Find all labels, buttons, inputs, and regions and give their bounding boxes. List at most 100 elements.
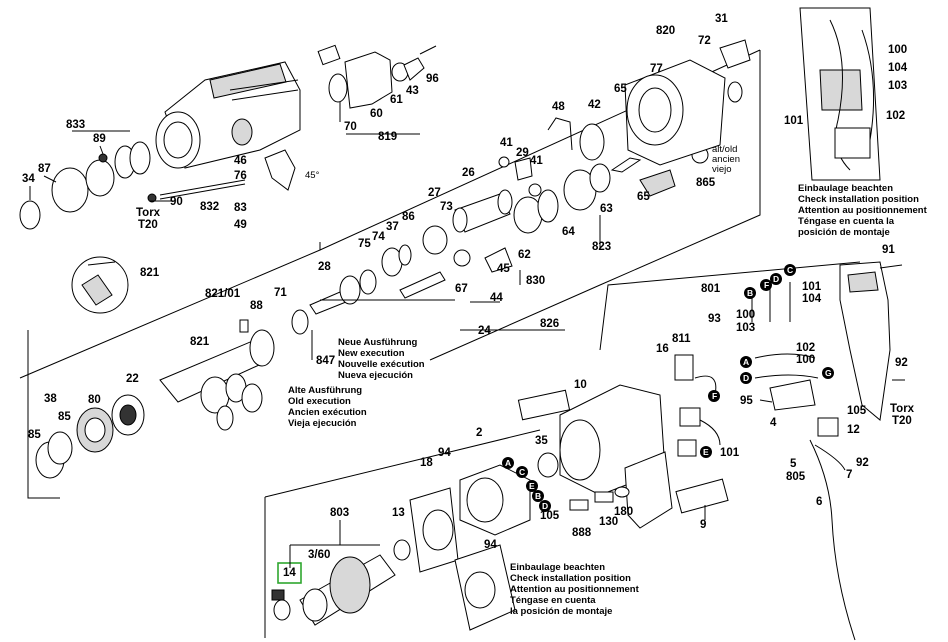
label-10: 10: [574, 379, 587, 391]
label-63: 63: [600, 203, 613, 215]
callout-D-motor: D: [539, 500, 551, 512]
label-801: 801: [701, 283, 721, 295]
label-811: 811: [672, 333, 691, 345]
label-45deg: 45°: [305, 170, 320, 181]
callout-E-motor: E: [526, 480, 538, 492]
label-67: 67: [455, 283, 468, 295]
label-821a: 821: [140, 267, 160, 279]
label-130: 130: [599, 516, 618, 528]
callout-C-motor: C: [516, 466, 528, 478]
old-note-ancien: ancien: [712, 154, 740, 165]
label-80: 80: [88, 394, 101, 406]
label-16: 16: [656, 343, 669, 355]
svg-text:F: F: [712, 391, 717, 401]
svg-text:Nouvelle exécution: Nouvelle exécution: [338, 359, 425, 370]
svg-text:Vieja ejecución: Vieja ejecución: [288, 418, 357, 429]
note-install-bottom: Einbaulage beachten Check installation p…: [510, 562, 640, 617]
note-install-top: Einbaulage beachten Check installation p…: [798, 183, 928, 238]
label-3-60: 3/60: [308, 549, 330, 561]
label-75: 75: [358, 238, 371, 250]
label-104b: 104: [802, 293, 822, 305]
callout-A-switch: A: [740, 356, 752, 368]
chuck-parts: [19, 141, 296, 230]
label-101a: 101: [784, 115, 804, 127]
label-12: 12: [847, 424, 860, 436]
svg-text:E: E: [529, 481, 535, 491]
svg-text:la posición de montaje: la posición de montaje: [510, 606, 612, 617]
label-26: 26: [462, 167, 475, 179]
svg-text:A: A: [743, 357, 749, 367]
label-92b: 92: [856, 457, 869, 469]
leader-lines: [29, 102, 773, 568]
label-38: 38: [44, 393, 57, 405]
svg-text:B: B: [535, 491, 541, 501]
gear-housing: [155, 61, 301, 169]
label-100c: 100: [796, 354, 815, 366]
svg-text:Neue Ausführung: Neue Ausführung: [338, 337, 418, 348]
label-95: 95: [740, 395, 753, 407]
label-43: 43: [406, 85, 419, 97]
label-101c: 101: [720, 447, 740, 459]
frame-lines: [19, 49, 861, 638]
label-102b: 102: [796, 342, 815, 354]
old-note-viejo: viejo: [712, 164, 732, 175]
svg-text:Attention au positionnement: Attention au positionnement: [510, 584, 640, 595]
label-865: 865: [696, 177, 716, 189]
svg-text:New execution: New execution: [338, 348, 405, 359]
letter-callouts: A C E B D B F D C A D G F E: [502, 264, 834, 512]
label-821-01: 821/01: [205, 288, 241, 300]
label-101b: 101: [802, 281, 822, 293]
callout-D-lower: D: [740, 372, 752, 384]
gearbox-housing-820: [624, 39, 751, 166]
label-87: 87: [38, 163, 51, 175]
field-coil: [409, 464, 531, 631]
label-62: 62: [518, 249, 531, 261]
callout-A-motor: A: [502, 457, 514, 469]
callout-F-lower: F: [708, 390, 720, 402]
label-46: 46: [234, 155, 247, 167]
svg-text:Old execution: Old execution: [288, 396, 351, 407]
label-60: 60: [370, 108, 383, 120]
svg-text:D: D: [743, 373, 749, 383]
label-89: 89: [93, 133, 106, 145]
label-96: 96: [426, 73, 439, 85]
label-7: 7: [846, 469, 852, 481]
svg-text:C: C: [787, 265, 793, 275]
label-73: 73: [440, 201, 453, 213]
label-22: 22: [126, 373, 139, 385]
label-65a: 65: [614, 83, 627, 95]
callout-B-switch: B: [744, 287, 756, 299]
label-74: 74: [372, 231, 385, 243]
label-64: 64: [562, 226, 575, 238]
top-right-inset: [799, 7, 881, 181]
label-28: 28: [318, 261, 331, 273]
label-77: 77: [650, 63, 663, 75]
label-31: 31: [715, 13, 728, 25]
label-100a: 100: [888, 44, 907, 56]
armature: [271, 539, 411, 626]
label-819: 819: [378, 131, 397, 143]
old-note-alt: alt/old: [712, 144, 737, 155]
label-90: 90: [170, 196, 183, 208]
label-823: 823: [592, 241, 611, 253]
svg-text:Alte Ausführung: Alte Ausführung: [288, 385, 362, 396]
label-6: 6: [816, 496, 822, 508]
svg-text:Check installation position: Check installation position: [798, 194, 919, 205]
label-72: 72: [698, 35, 711, 47]
torx-t20-1: T20: [138, 219, 158, 231]
gear-train: [399, 117, 709, 299]
torx-labels: Torx T20 Torx T20: [136, 207, 915, 427]
label-88: 88: [250, 300, 263, 312]
label-18: 18: [420, 457, 433, 469]
label-102a: 102: [886, 110, 905, 122]
label-92a: 92: [895, 357, 908, 369]
label-821b: 821: [190, 336, 210, 348]
inset-821: [71, 256, 129, 314]
callout-G-switch: G: [822, 367, 834, 379]
note-new-execution: Neue Ausführung New execution Nouvelle e…: [338, 337, 425, 381]
label-24: 24: [478, 325, 491, 337]
spring-and-rings: [35, 383, 263, 479]
label-71: 71: [274, 287, 287, 299]
label-833: 833: [66, 119, 85, 131]
label-44: 44: [490, 292, 503, 304]
